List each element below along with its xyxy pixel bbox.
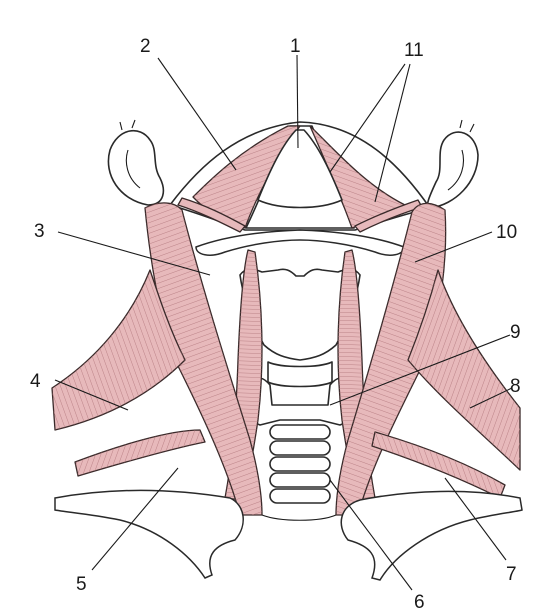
clavicle-right <box>341 491 522 580</box>
label-8: 8 <box>510 376 521 397</box>
label-10: 10 <box>496 222 517 243</box>
label-4: 4 <box>30 371 41 392</box>
clavicle-left <box>55 491 243 579</box>
hyoid-bone <box>196 230 404 255</box>
label-11: 11 <box>404 40 424 61</box>
label-1: 1 <box>290 36 301 57</box>
cricoid-cartilage <box>268 362 332 387</box>
label-9: 9 <box>510 322 521 343</box>
trachea <box>270 425 330 503</box>
left-ear <box>108 131 163 205</box>
label-3: 3 <box>34 221 45 242</box>
label-7: 7 <box>506 564 517 585</box>
label-5: 5 <box>76 574 87 595</box>
label-2: 2 <box>140 36 151 57</box>
sternum-notch <box>262 515 336 520</box>
right-ear <box>428 132 478 208</box>
muscle-7-fibers <box>372 432 505 498</box>
muscle-5-fibers <box>75 430 205 476</box>
label-6: 6 <box>414 592 425 613</box>
